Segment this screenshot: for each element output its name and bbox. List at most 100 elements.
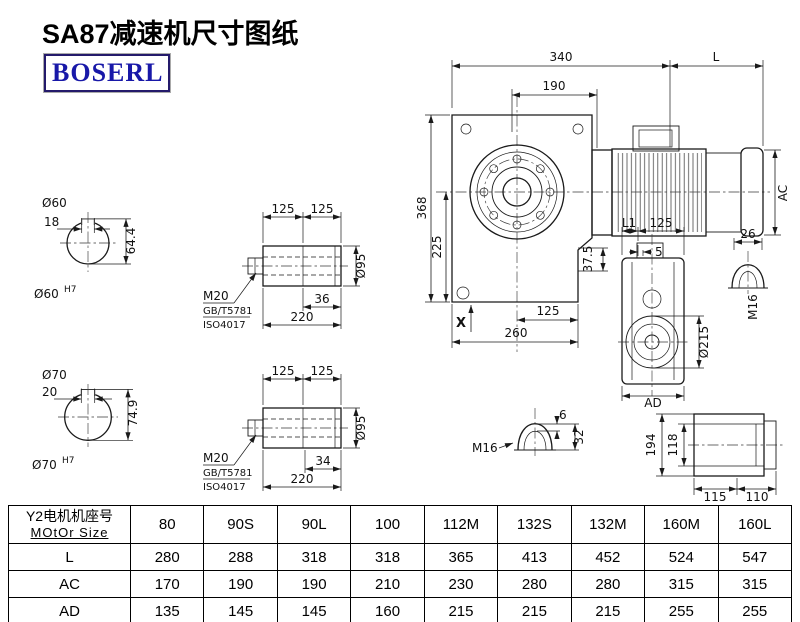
table-cell: 452 (570, 543, 646, 571)
dim-220-upper: 220 (291, 310, 314, 324)
table-cell: 315 (717, 570, 792, 598)
dim-125-bottom: 125 (537, 304, 560, 318)
row-label: AC (8, 570, 131, 598)
std-gbt5781-lower: GB/T5781 (203, 468, 253, 479)
std-iso4017-lower: ISO4017 (203, 482, 246, 493)
label-fit-60: Ø60 (34, 287, 59, 301)
input-bore (502, 177, 532, 207)
col-header: 132S (497, 505, 572, 544)
dim-125-a: 125 (272, 364, 295, 378)
col-header: 90L (276, 505, 352, 544)
table-cell: 215 (497, 597, 572, 622)
std-gbt5781-upper: GB/T5781 (203, 306, 253, 317)
std-iso4017-upper: ISO4017 (203, 320, 246, 331)
front-view: 340 L 190 368 225 37.5 125 260 X (415, 50, 790, 352)
brand-logo: BOSERL (43, 53, 171, 93)
table-cell: 215 (570, 597, 646, 622)
dim-dia95-lower: Ø95 (354, 416, 368, 441)
table-cell: 318 (350, 543, 425, 571)
row-header-cell: Y2电机机座号 MOtOr Size (8, 505, 131, 544)
dim-125-b: 125 (311, 202, 334, 216)
table-cell: 547 (717, 543, 792, 571)
col-header: 160L (717, 505, 792, 544)
table-cell: 170 (129, 570, 205, 598)
flange-outer-circle (469, 144, 565, 240)
dim-6: 6 (559, 408, 567, 422)
dim-115: 115 (704, 490, 727, 504)
dim-125-a: 125 (272, 202, 295, 216)
dim-dia95-upper: Ø95 (354, 254, 368, 279)
table-row-AD: AD 135 145 145 160 215 215 215 255 255 (8, 597, 792, 622)
table-cell: 255 (644, 597, 719, 622)
bottom-view-flange (763, 420, 777, 470)
label-dia60: Ø60 (42, 196, 67, 210)
table-cell: 365 (423, 543, 499, 571)
dim-225: 225 (430, 236, 444, 259)
motor-fins (616, 153, 702, 232)
dim-125-b: 125 (311, 364, 334, 378)
dim-5: 5 (655, 245, 663, 259)
motor-frame-label-en: MOtOr Size (30, 525, 109, 540)
label-fit-60-tol: H7 (64, 285, 77, 295)
table-row-L: L 280 288 318 318 365 413 452 524 547 (8, 543, 792, 571)
dim-AD: AD (644, 396, 661, 410)
table-cell: 524 (644, 543, 719, 571)
side-view: L1 125 5 26 M16 Ø215 AD (618, 216, 768, 410)
dim-key-width-18: 18 (44, 215, 59, 229)
dim-key-width-20: 20 (42, 385, 57, 399)
dim-key-height-74-9: 74.9 (126, 400, 140, 427)
table-cell: 210 (350, 570, 425, 598)
table-cell: 288 (203, 543, 278, 571)
table-cell: 413 (497, 543, 572, 571)
drain-plug (456, 286, 470, 300)
shaft-detail-upper: 125 125 36 220 M20 GB/T5781 ISO4017 Ø95 (203, 202, 368, 331)
bottom-view: 194 118 115 110 (644, 413, 783, 504)
dim-368: 368 (415, 197, 429, 220)
dim-dia215: Ø215 (697, 326, 711, 358)
bolt-circle (483, 158, 551, 226)
dim-32: 32 (572, 429, 586, 444)
shaft-body (262, 407, 342, 449)
table-cell: 215 (423, 597, 499, 622)
table-cell: 255 (717, 597, 792, 622)
thread-label-m16-plug: M16 (472, 441, 498, 455)
label-fit-70-tol: H7 (62, 456, 75, 466)
technical-drawing: 340 L 190 368 225 37.5 125 260 X (32, 50, 790, 504)
dim-26: 26 (740, 227, 755, 241)
dim-190: 190 (543, 79, 566, 93)
col-header: 160M (644, 505, 719, 544)
col-header: 80 (129, 505, 205, 544)
page-title: SA87减速机尺寸图纸 (42, 19, 299, 49)
dim-260: 260 (505, 326, 528, 340)
breather-plug-view: 6 32 M16 (472, 408, 586, 456)
motor-size-table: Y2电机机座号 MOtOr Size 80 90S 90L 100 112M 1… (8, 505, 792, 622)
dim-194: 194 (644, 434, 658, 457)
dim-key-height-64-4: 64.4 (124, 228, 138, 255)
col-header: 100 (350, 505, 425, 544)
motor-frame-label-cn: Y2电机机座号 (25, 508, 114, 524)
row-label: AD (8, 597, 131, 622)
dim-AC: AC (776, 185, 790, 201)
housing-outline (451, 114, 593, 303)
table-header-row: Y2电机机座号 MOtOr Size 80 90S 90L 100 112M 1… (8, 505, 792, 544)
table-cell: 230 (423, 570, 499, 598)
row-label: L (8, 543, 131, 571)
dim-340: 340 (550, 50, 573, 64)
motor-end-bell (705, 152, 742, 233)
table-cell: 190 (203, 570, 278, 598)
dim-34: 34 (315, 454, 330, 468)
thread-cap (731, 264, 765, 289)
brand-logo-text: BOSERL (52, 58, 164, 87)
dim-118: 118 (666, 434, 680, 457)
motor-flange (591, 149, 613, 236)
shaft-body (262, 245, 342, 287)
table-cell: 280 (497, 570, 572, 598)
table-cell: 318 (276, 543, 352, 571)
table-cell: 135 (129, 597, 205, 622)
shaft-detail-lower: 125 125 34 220 M20 GB/T5781 ISO4017 Ø95 (203, 364, 368, 493)
table-cell: 145 (203, 597, 278, 622)
thread-label-m20-lower: M20 (203, 451, 229, 465)
table-row-AC: AC 170 190 190 210 230 280 280 315 315 (8, 570, 792, 598)
dim-L: L (713, 50, 720, 64)
label-dia70: Ø70 (42, 368, 67, 382)
